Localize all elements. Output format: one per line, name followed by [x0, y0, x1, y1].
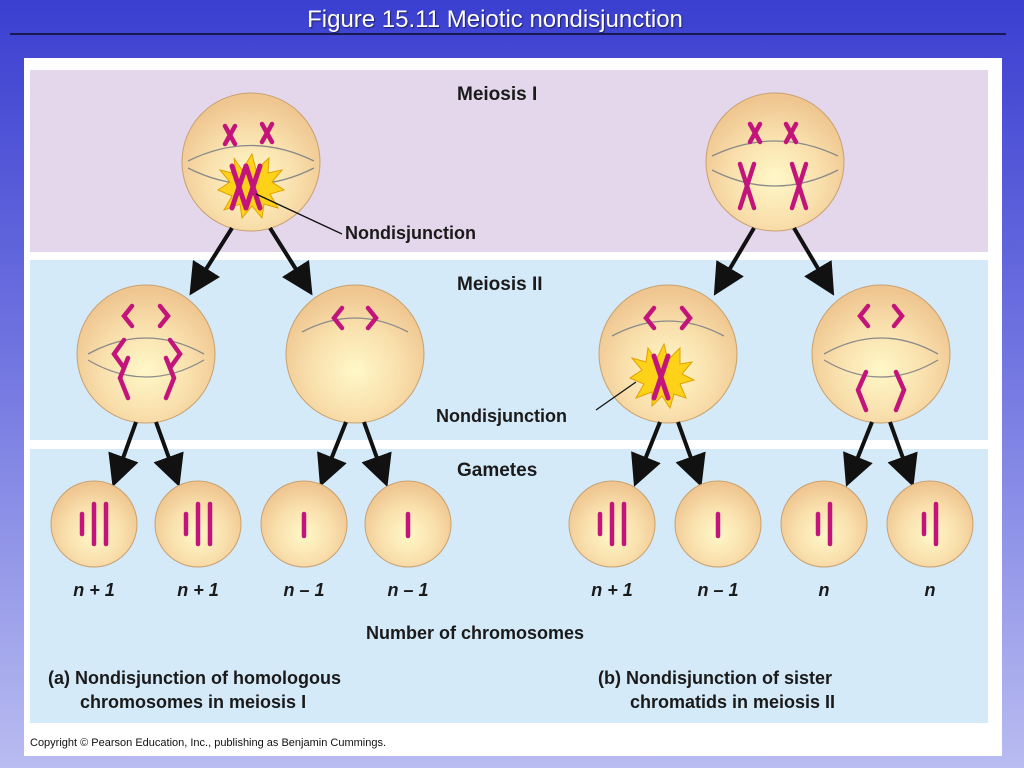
axis-caption: Number of chromosomes [366, 623, 584, 643]
meiosis-one-label: Meiosis I [457, 84, 537, 105]
meiosis-one-cell-b [705, 92, 845, 232]
chromosome-icon [643, 305, 693, 331]
gamete-a3 [260, 480, 348, 568]
gamete-count-label: n – 1 [387, 580, 428, 600]
gamete-count-label: n – 1 [283, 580, 324, 600]
chromosome-icon [597, 501, 627, 547]
gamete-b2 [674, 480, 762, 568]
nondisjunction-diagram: Meiosis I Meiosis II Gametes Nondisjunct… [30, 70, 988, 749]
figure-panel: Meiosis I Meiosis II Gametes Nondisjunct… [24, 58, 1002, 756]
gamete-b3 [780, 480, 868, 568]
gamete-a4 [364, 480, 452, 568]
meiosis-one-cell-a [181, 92, 321, 232]
copyright-notice: Copyright © Pearson Education, Inc., pub… [30, 737, 386, 749]
chromosome-icon [222, 121, 275, 147]
chromosome-icon [229, 163, 263, 211]
caption-b-line1: (b) Nondisjunction of sister [598, 668, 832, 688]
gamete-a2 [154, 480, 242, 568]
meiosis-two-cell-a1 [76, 284, 216, 424]
gametes-label: Gametes [457, 460, 537, 481]
caption-b-line2: chromatids in meiosis II [630, 692, 835, 712]
chromosome-icon [651, 353, 671, 401]
meiosis-two-cell-a2 [285, 284, 425, 424]
gamete-a1 [50, 480, 138, 568]
division-arrows-two [108, 421, 918, 488]
chromosome-icon [855, 303, 907, 413]
gamete-count-label: n [925, 580, 936, 600]
chromosome-icon [921, 501, 939, 547]
gamete-count-label: n – 1 [697, 580, 738, 600]
gamete-count-label: n + 1 [591, 580, 633, 600]
chromosome-icon [815, 501, 833, 547]
meiosis-two-label: Meiosis II [457, 274, 543, 295]
gamete-count-label: n [819, 580, 830, 600]
caption-a-line1: (a) Nondisjunction of homologous [48, 668, 341, 688]
title-divider [10, 33, 1006, 35]
chromosome-icon [331, 305, 379, 331]
nondisjunction-pointer-a [255, 193, 343, 235]
gamete-b1 [568, 480, 656, 568]
division-arrows-one [189, 226, 835, 296]
chromosome-icon [79, 501, 109, 547]
chromosome-icon [183, 501, 213, 547]
nondisjunction-callout-a: Nondisjunction [345, 223, 476, 243]
gamete-count-label: n + 1 [73, 580, 115, 600]
nondisjunction-pointer-b [595, 381, 637, 411]
gamete-b4 [886, 480, 974, 568]
slide-title: Figure 15.11 Meiotic nondisjunction [307, 6, 683, 33]
caption-a-line2: chromosomes in meiosis I [80, 692, 306, 712]
nondisjunction-callout-b: Nondisjunction [436, 406, 567, 426]
chromosome-icon [111, 303, 183, 401]
chromosome-icon [737, 121, 809, 211]
meiosis-two-cell-b2 [811, 284, 951, 424]
gamete-count-label: n + 1 [177, 580, 219, 600]
meiosis-two-cell-b1 [598, 284, 738, 424]
